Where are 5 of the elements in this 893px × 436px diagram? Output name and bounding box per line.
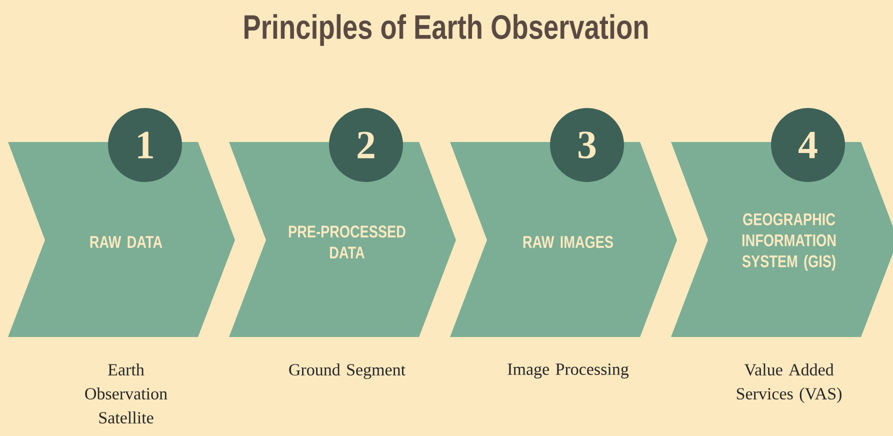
title: Principles of Earth Observation xyxy=(244,14,648,46)
node-label: Image Processing xyxy=(508,364,629,378)
node-label: Value Added Services (VAS) xyxy=(736,364,842,403)
node-label: Ground Segment xyxy=(289,364,406,379)
node-label: Earth Observation Satellite xyxy=(85,364,168,424)
